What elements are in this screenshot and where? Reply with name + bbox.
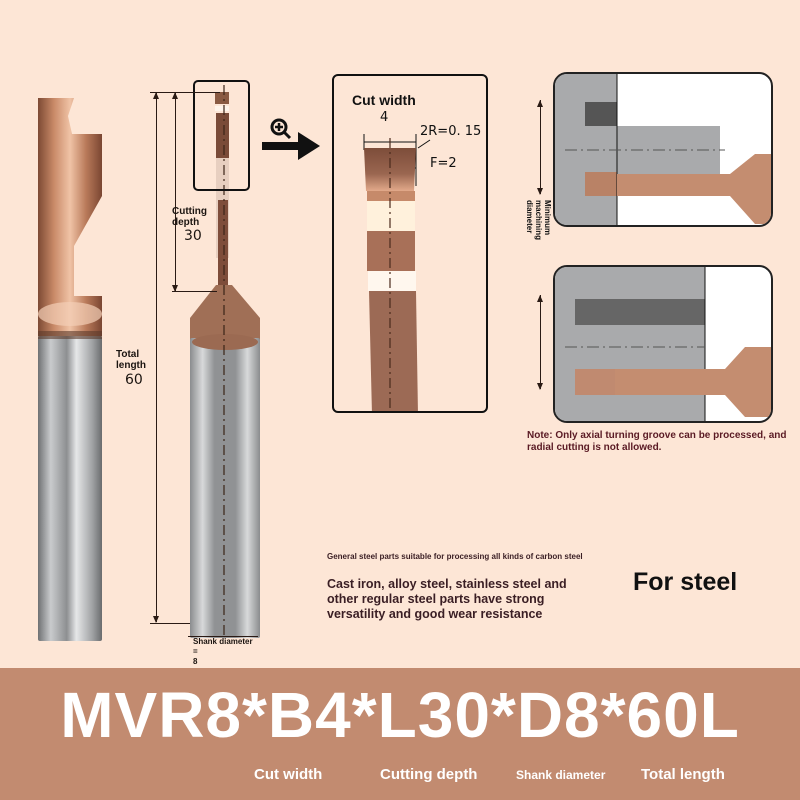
shank-diameter-label: Shank diameter = 8 <box>193 637 253 667</box>
cutting-depth-value: 30 <box>184 228 202 244</box>
shank-diameter-value: 8 <box>193 657 198 666</box>
arrow-up-icon <box>153 92 159 99</box>
legend-total-length: Total length <box>641 766 725 783</box>
groove-dimension-line <box>540 295 541 389</box>
cut-width-value: 4 <box>380 110 389 125</box>
model-code: MVR8*B4*L30*D8*60L <box>60 679 740 751</box>
tool-3d-render <box>38 98 102 641</box>
total-length-label: Total length <box>116 349 146 371</box>
zoom-in-icon <box>270 118 292 140</box>
legend-cutting-depth: Cutting depth <box>380 766 478 783</box>
min-diameter-label: Minimum machining diameter <box>525 200 552 241</box>
schematic-panel-minimum-diameter <box>553 72 773 227</box>
arrow-up-icon <box>172 92 178 99</box>
description-large: Cast iron, alloy steel, stainless steel … <box>327 577 567 621</box>
usage-note: Note: Only axial turning groove can be p… <box>527 430 787 453</box>
blade-detail-drawing <box>363 134 431 411</box>
legend-shank-diameter: Shank diameter <box>516 768 606 782</box>
arrow-right-icon <box>262 132 320 160</box>
groove-schematic-1 <box>555 74 771 225</box>
model-banner: MVR8*B4*L30*D8*60L Cut width Cutting dep… <box>0 668 800 800</box>
arrow-down-icon <box>537 188 543 195</box>
shank-diameter-dimension-line <box>188 636 258 637</box>
description-small: General steel parts suitable for process… <box>327 552 583 561</box>
groove-schematic-2 <box>555 267 771 421</box>
cutting-depth-dimension-line <box>175 92 176 292</box>
arrow-down-icon <box>153 616 159 623</box>
material-badge: For steel <box>633 568 738 596</box>
total-length-value: 60 <box>125 372 143 388</box>
min-diameter-dimension-line <box>540 100 541 194</box>
dimension-extension-line <box>150 623 190 624</box>
legend-cut-width: Cut width <box>254 766 323 783</box>
cut-width-detail-panel: Cut width 4 2R=0. 15 F=2 <box>332 74 488 413</box>
corner-radius-label: 2R=0. 15 <box>420 124 482 139</box>
arrow-down-icon <box>172 285 178 292</box>
dimension-extension-line <box>150 92 220 93</box>
flat-length-label: F=2 <box>430 156 457 171</box>
arrow-up-icon <box>537 100 543 107</box>
cut-width-title: Cut width <box>352 92 416 108</box>
cutting-depth-label: Cutting depth <box>172 206 207 228</box>
schematic-panel-axial-groove <box>553 265 773 423</box>
zoom-region-box <box>193 80 250 191</box>
dimension-extension-line <box>172 291 217 292</box>
arrow-up-icon <box>537 295 543 302</box>
arrow-down-icon <box>537 383 543 390</box>
shank-diameter-label-text: Shank diameter = <box>193 637 253 656</box>
tool-2d-drawing <box>190 85 260 638</box>
total-length-dimension-line <box>156 92 157 622</box>
